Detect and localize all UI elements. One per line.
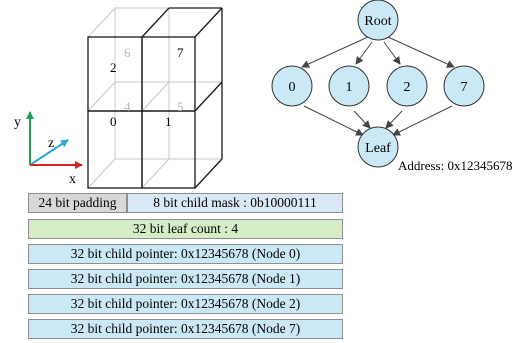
child-pointer-field-0: 32 bit child pointer: 0x12345678 (Node 0… bbox=[28, 244, 343, 264]
child-node-0 bbox=[271, 65, 313, 107]
z-axis-arrow bbox=[29, 139, 69, 166]
root-node-label: Root bbox=[364, 14, 391, 29]
octant-label-4: 4 bbox=[124, 99, 131, 114]
octant-label-0: 0 bbox=[110, 114, 117, 129]
edge-root-1 bbox=[355, 41, 373, 65]
child-pointer-field-1: 32 bit child pointer: 0x12345678 (Node 1… bbox=[28, 269, 343, 289]
edge-1-leaf bbox=[353, 110, 371, 129]
root-node bbox=[357, 0, 399, 41]
edge-root-0 bbox=[301, 36, 369, 68]
edge-2-leaf bbox=[385, 110, 403, 129]
octant-label-7: 7 bbox=[177, 45, 184, 60]
child-mask-field: 8 bit child mask : 0b10000111 bbox=[127, 193, 343, 213]
edge-root-7 bbox=[387, 36, 455, 68]
axes: y z x bbox=[14, 111, 83, 187]
edge-root-2 bbox=[383, 41, 401, 65]
child-node-1-label: 1 bbox=[346, 80, 353, 95]
child-node-0-label: 0 bbox=[289, 80, 296, 95]
leaf-node-label: Leaf bbox=[365, 141, 391, 156]
front-cube-edges bbox=[87, 7, 223, 189]
child-node-2 bbox=[386, 65, 428, 107]
leaf-count-field: 32 bit leaf count : 4 bbox=[28, 219, 343, 239]
child-pointer-field-7: 32 bit child pointer: 0x12345678 (Node 7… bbox=[28, 319, 343, 339]
leaf-node bbox=[357, 126, 399, 168]
padding-field: 24 bit padding bbox=[28, 193, 127, 213]
edge-7-leaf bbox=[392, 105, 453, 136]
octant-label-2: 2 bbox=[110, 60, 117, 75]
child-node-7-label: 7 bbox=[461, 80, 468, 95]
child-node-1 bbox=[328, 65, 370, 107]
leaf-address: Address: 0x12345678 bbox=[398, 158, 512, 173]
octant-label-5: 5 bbox=[177, 99, 184, 114]
z-axis-label: z bbox=[48, 136, 54, 151]
x-axis-label: x bbox=[69, 172, 76, 187]
node-tree: Root 0 1 2 7 Leaf Address: 0x12345678 bbox=[271, 0, 512, 173]
child-node-7 bbox=[443, 65, 485, 107]
child-pointer-field-2: 32 bit child pointer: 0x12345678 (Node 2… bbox=[28, 294, 343, 314]
back-cube-edges bbox=[87, 7, 223, 189]
child-node-2-label: 2 bbox=[404, 80, 411, 95]
y-axis-label: y bbox=[14, 115, 21, 130]
edge-0-leaf bbox=[303, 105, 364, 136]
tree-edges bbox=[301, 36, 455, 136]
octant-label-1: 1 bbox=[165, 114, 172, 129]
octree-cube: 6 7 2 4 5 0 1 bbox=[87, 7, 223, 189]
octant-label-6: 6 bbox=[124, 45, 131, 60]
